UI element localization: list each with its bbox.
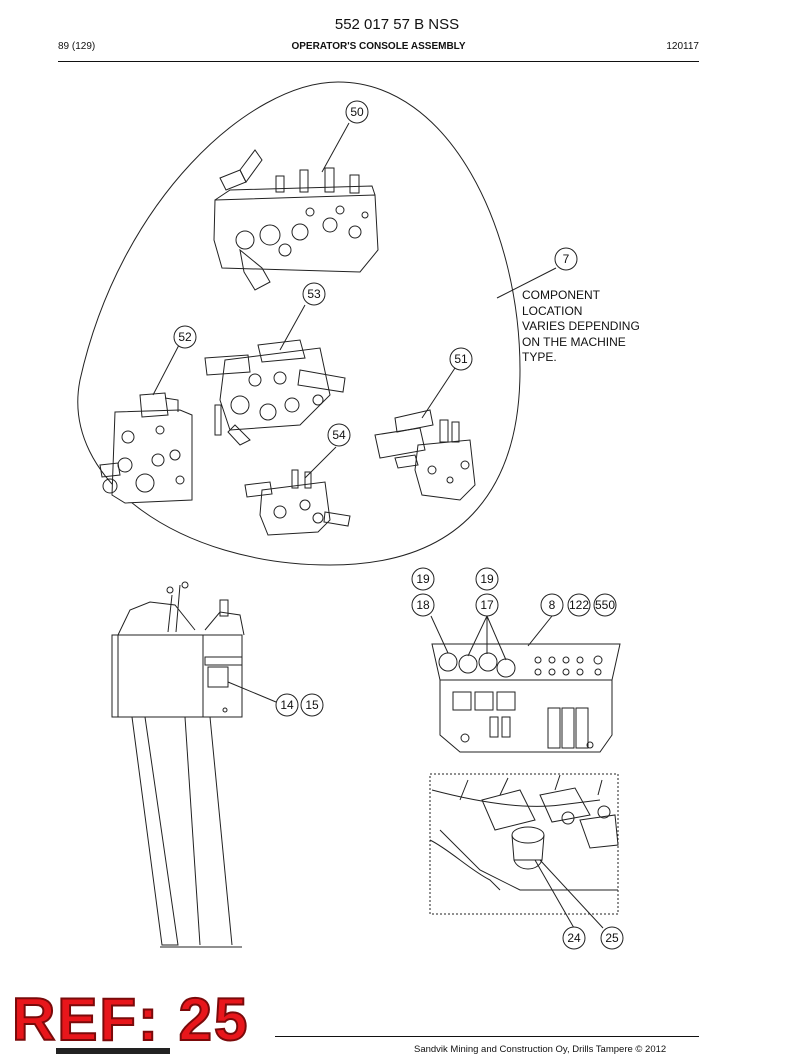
gauge-panel-front-view — [431, 643, 621, 753]
component-location-note: COMPONENT LOCATION VARIES DEPENDING ON T… — [522, 288, 640, 366]
callout-8: 8 — [540, 593, 564, 617]
callout-122: 122 — [567, 593, 591, 617]
callout-label: 18 — [416, 598, 430, 612]
callout-54: 54 — [327, 423, 351, 447]
callout-label: 51 — [454, 352, 468, 366]
callout-19-left: 19 — [411, 567, 435, 591]
callout-7: 7 — [554, 247, 578, 271]
document-number: 552 017 57 B NSS — [334, 16, 460, 33]
callout-51: 51 — [449, 347, 473, 371]
note-line: TYPE. — [522, 350, 557, 364]
callout-24: 24 — [562, 926, 586, 950]
callout-label: 15 — [305, 698, 319, 712]
section-title: OPERATOR'S CONSOLE ASSEMBLY — [291, 41, 466, 52]
page-number: 89 (129) — [58, 41, 96, 52]
note-line: LOCATION — [522, 303, 583, 318]
note-line: ON THE MACHINE — [522, 334, 626, 349]
valve-block-50 — [213, 149, 379, 291]
callout-label: 14 — [280, 698, 294, 712]
date-code: 120117 — [666, 41, 699, 52]
callout-label: 17 — [480, 598, 494, 612]
footer-copyright: Sandvik Mining and Construction Oy, Dril… — [414, 1044, 667, 1055]
callout-label: 7 — [563, 252, 570, 266]
ref-stamp: REF: 25 — [11, 985, 250, 1054]
callout-15: 15 — [300, 693, 324, 717]
footer-divider — [275, 1036, 699, 1037]
callout-19-right: 19 — [475, 567, 499, 591]
callout-label: 122 — [569, 598, 589, 612]
callout-label: 54 — [332, 428, 346, 442]
callout-550: 550 — [593, 593, 617, 617]
joystick-detail — [429, 773, 619, 915]
brand-logo — [56, 1048, 170, 1054]
component-enclosure — [77, 81, 521, 566]
callout-label: 50 — [350, 105, 364, 119]
callout-label: 19 — [480, 572, 494, 586]
valve-block-52 — [99, 392, 193, 504]
callout-52: 52 — [173, 325, 197, 349]
callout-label: 52 — [178, 330, 192, 344]
callout-53: 53 — [302, 282, 326, 306]
callout-18: 18 — [411, 593, 435, 617]
console-side-view — [111, 581, 245, 948]
callout-label: 24 — [567, 931, 581, 945]
callout-50: 50 — [345, 100, 369, 124]
header-divider — [58, 61, 699, 62]
callout-label: 53 — [307, 287, 321, 301]
note-line: COMPONENT — [522, 288, 600, 302]
callout-label: 19 — [416, 572, 430, 586]
callout-14: 14 — [275, 693, 299, 717]
valve-block-54 — [244, 469, 351, 536]
callout-25: 25 — [600, 926, 624, 950]
callout-label: 8 — [549, 598, 556, 612]
note-line: VARIES DEPENDING — [522, 319, 640, 333]
callout-17: 17 — [475, 593, 499, 617]
callout-label: 550 — [595, 598, 615, 612]
callout-label: 25 — [605, 931, 619, 945]
valve-block-53 — [204, 339, 346, 446]
valve-block-51 — [374, 409, 476, 501]
